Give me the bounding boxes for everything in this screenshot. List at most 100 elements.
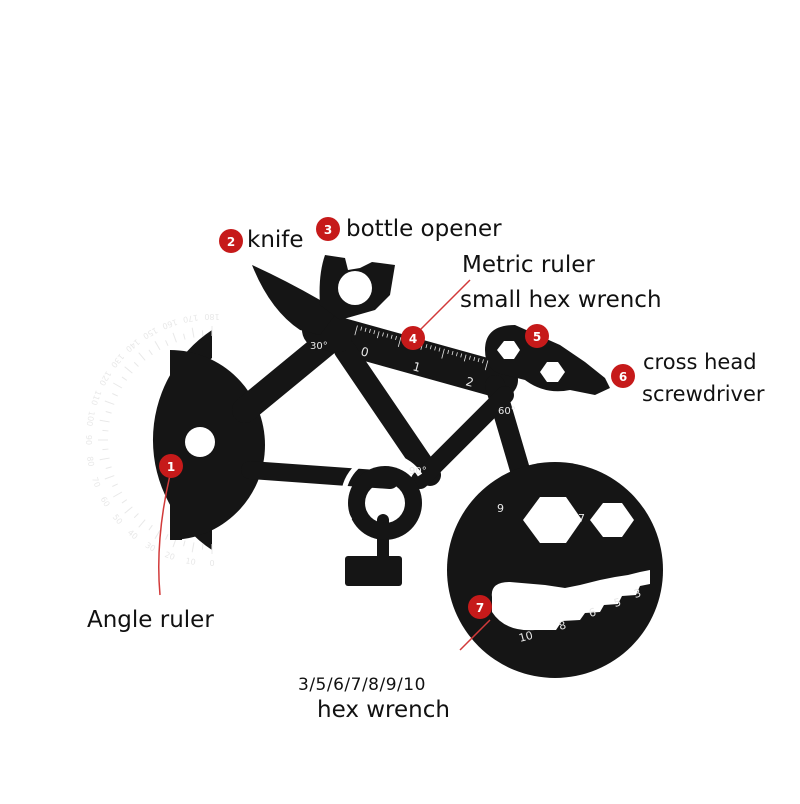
ruler-tick (469, 355, 471, 360)
key-size-8: 8 (557, 619, 567, 633)
protractor-tick (112, 393, 118, 397)
ruler-tick (460, 353, 463, 358)
ruler-tick (397, 337, 402, 347)
protractor-tick (121, 499, 128, 504)
leader-angle-ruler (158, 474, 171, 596)
protractor-tick (148, 524, 153, 531)
hex-size-9: 9 (497, 502, 504, 515)
ruler-tick (473, 356, 476, 361)
protractor-tick (105, 466, 112, 469)
bottle-opener (319, 255, 395, 320)
svg-text:1: 1 (167, 460, 175, 474)
protractor-tick (105, 411, 112, 414)
ruler-mark-1: 1 (411, 359, 422, 375)
protractor-label: 180 (204, 312, 219, 321)
key-size-6: 6 (587, 606, 597, 620)
svg-text:2: 2 (227, 235, 235, 249)
key-size-5: 5 (612, 596, 622, 610)
angle-30-label: 30° (310, 341, 328, 352)
leader-hex-wrench (459, 619, 491, 651)
label-hex-wrench: hex wrench (317, 697, 450, 723)
protractor-label: 50 (111, 513, 124, 527)
label-metric-ruler: Metric ruler (462, 252, 595, 278)
handlebar-hex-wrench (485, 325, 610, 395)
protractor-label: 160 (161, 317, 178, 331)
badge-3: 3 (316, 217, 340, 241)
leader-metric-ruler (414, 279, 471, 336)
protractor-tick (124, 506, 133, 514)
label-cross-head: cross head (643, 350, 757, 374)
protractor-tick (148, 349, 153, 356)
leader-lines (158, 279, 491, 651)
ruler-tick (373, 330, 376, 335)
key-size-3: 3 (632, 587, 642, 601)
label-knife: knife (247, 227, 304, 253)
ruler-tick (364, 327, 367, 332)
ruler-tick (425, 344, 428, 349)
protractor-tick (102, 448, 109, 451)
protractor-tick (172, 332, 177, 343)
protractor-tick (138, 352, 146, 361)
ruler-tick (434, 346, 437, 351)
protractor-label: 90 (84, 435, 93, 445)
protractor-tick (112, 483, 118, 487)
badge-7: 7 (468, 595, 492, 619)
protractor-label: 170 (182, 313, 199, 325)
svg-text:6: 6 (619, 370, 627, 384)
badge-1: 1 (159, 454, 183, 478)
ruler-tick (447, 349, 450, 354)
protractor-tick (99, 457, 110, 461)
ruler-tick (360, 326, 363, 331)
ruler-tick (369, 328, 371, 333)
crankset (340, 453, 423, 540)
front-wheel (447, 462, 663, 678)
protractor-label: 120 (97, 369, 112, 387)
svg-text:7: 7 (476, 601, 484, 615)
protractor-label: 40 (126, 528, 140, 541)
protractor-label: 140 (124, 337, 141, 354)
angle-60-label: 60° (498, 406, 516, 417)
svg-text:4: 4 (409, 332, 417, 346)
protractor-label: 70 (90, 476, 102, 489)
protractor-label: 10 (185, 556, 197, 567)
ruler-tick (386, 333, 389, 338)
protractor-label: 130 (109, 352, 126, 369)
ruler-tick (376, 331, 380, 339)
engravings: 30° 60° 90° 0 1 2 9 7 10 8 6 5 3 (310, 325, 643, 645)
protractor-label: 20 (163, 550, 176, 562)
protractor-tick (165, 340, 169, 346)
badge-2: 2 (219, 229, 243, 253)
protractor-tick (154, 529, 161, 539)
pedal (345, 556, 402, 586)
protractor-tick (154, 341, 161, 351)
svg-text:5: 5 (533, 330, 541, 344)
svg-text:3: 3 (324, 223, 332, 237)
protractor-tick (165, 534, 169, 540)
label-bottle-opener: bottle opener (346, 216, 502, 242)
ruler-tick (463, 354, 467, 362)
badge-5: 5 (525, 324, 549, 348)
ruler-tick (455, 352, 458, 357)
angle-90-label: 90° (409, 466, 427, 477)
ruler-tick (395, 335, 397, 340)
ruler-tick (390, 334, 393, 339)
ruler-tick (477, 358, 480, 363)
protractor-tick (201, 543, 204, 550)
protractor-label: 30 (144, 541, 157, 554)
ruler-mark-0: 0 (359, 344, 370, 360)
badge-4: 4 (401, 326, 425, 350)
protractor-tick (113, 491, 123, 498)
protractor-tick (99, 419, 110, 423)
protractor-tick (191, 327, 195, 338)
protractor-tick (121, 376, 128, 381)
protractor-label: 100 (85, 410, 97, 427)
protractor-tick (133, 513, 139, 519)
label-angle-ruler: Angle ruler (87, 607, 214, 633)
bike-frame (232, 293, 530, 566)
protractor-tick (191, 542, 195, 553)
hex-size-7: 7 (578, 512, 585, 525)
ruler-tick (482, 359, 484, 364)
protractor-tick (113, 382, 123, 389)
